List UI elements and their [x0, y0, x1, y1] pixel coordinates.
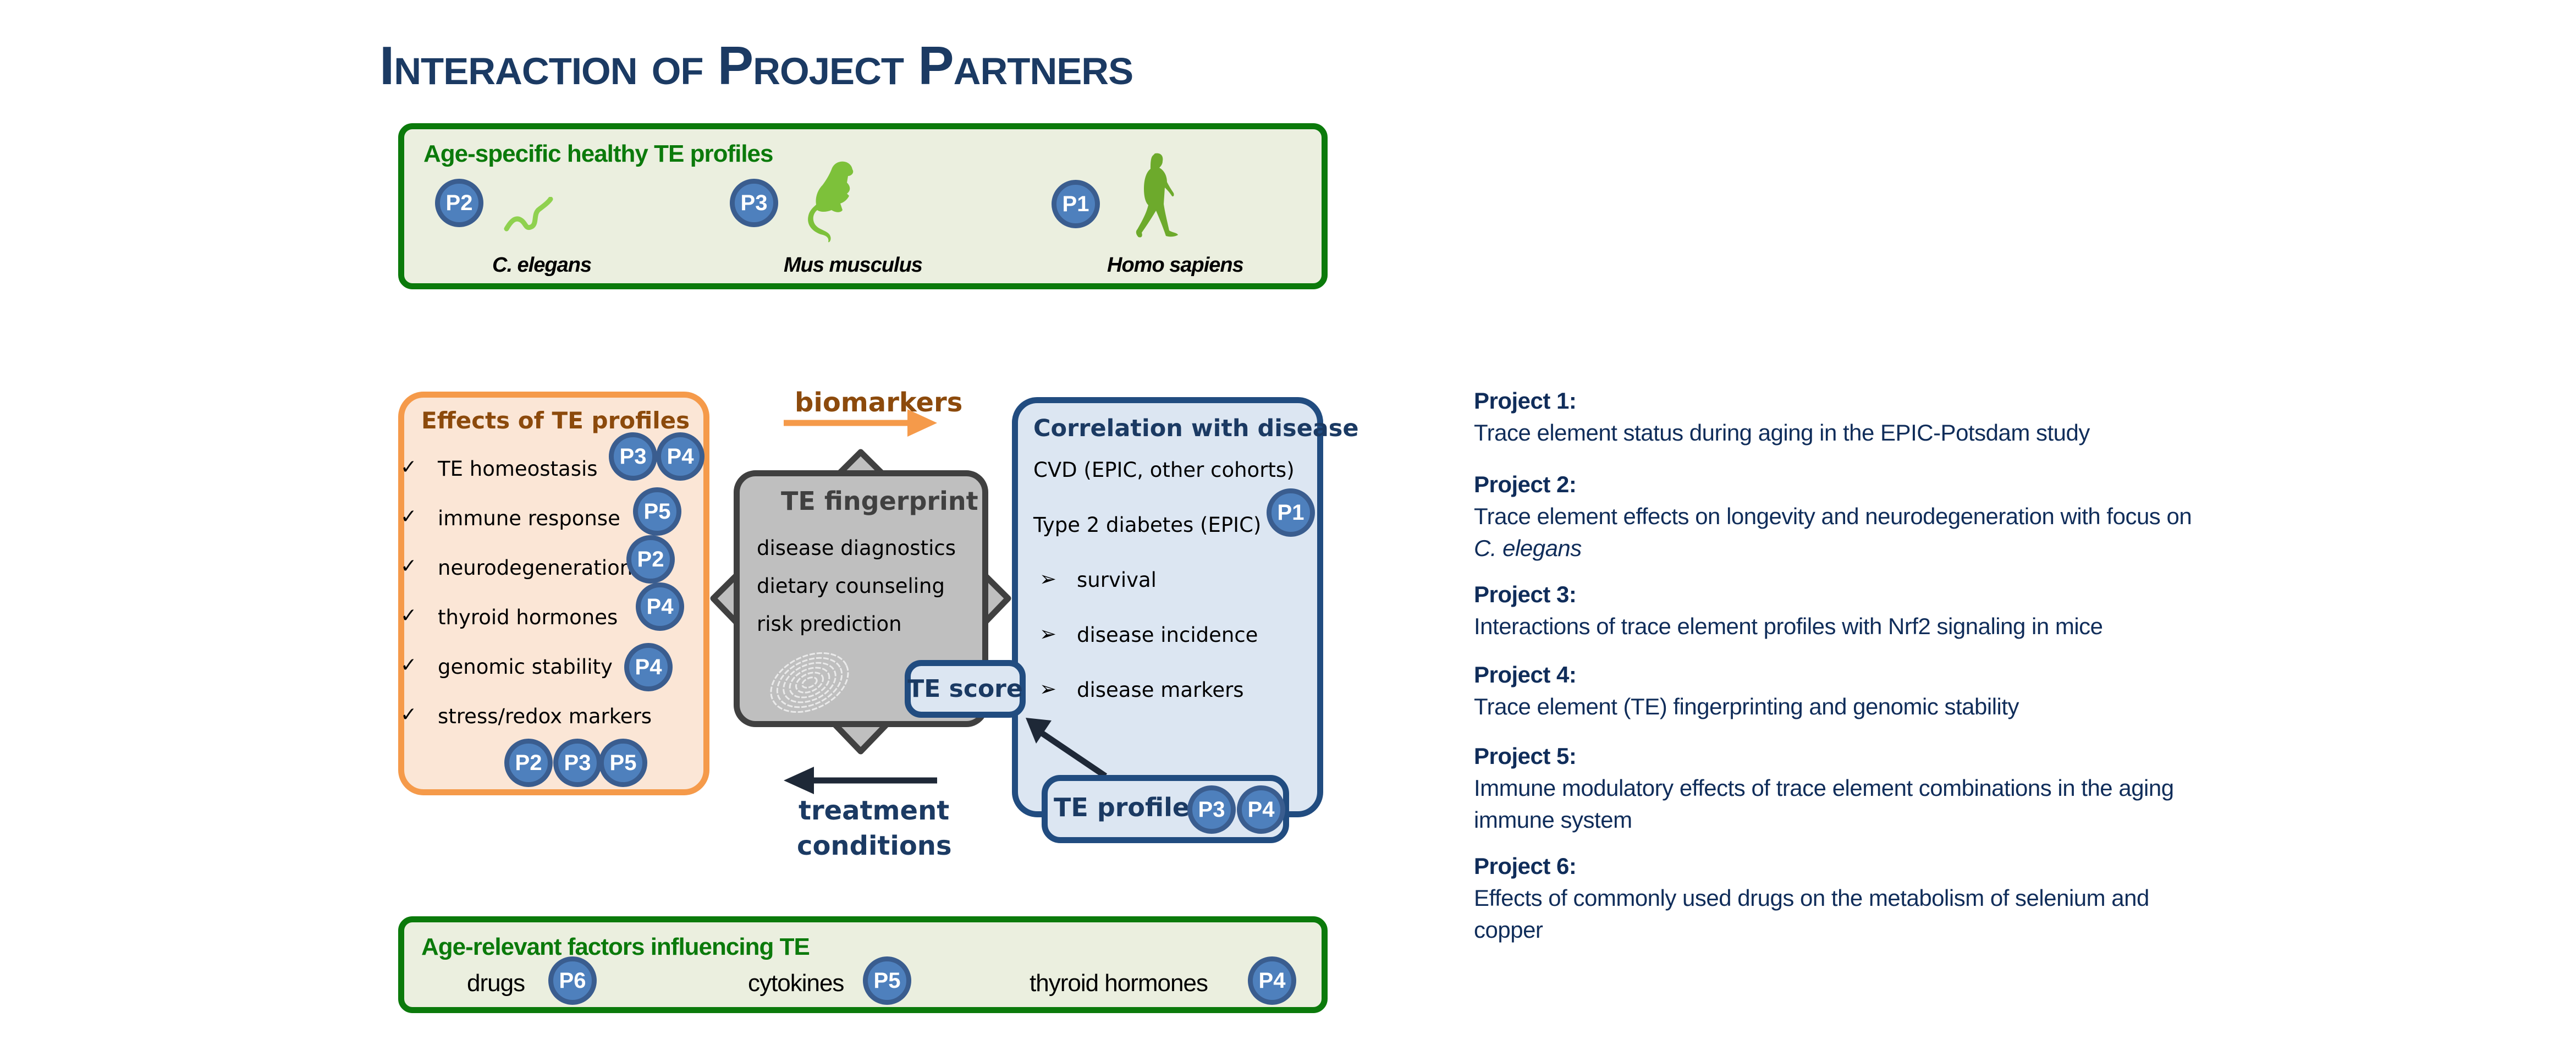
partner-badge: P4	[624, 643, 673, 691]
check-icon: ✓	[400, 604, 417, 627]
worm-icon	[504, 197, 553, 232]
biomarkers-arrow-icon	[784, 409, 937, 437]
fingerprint-icon	[770, 652, 849, 713]
partner-badge: P2	[504, 739, 553, 787]
healthy-te-profiles-box	[398, 123, 1328, 289]
project-2: Project 2: Trace element effects on long…	[1474, 469, 2244, 564]
effect-item: genomic stability	[438, 655, 613, 679]
page-title: Interaction of Project Partners	[379, 35, 1133, 96]
factor-label: thyroid hormones	[1030, 970, 1208, 997]
effect-item: thyroid hormones	[438, 606, 618, 629]
partner-badge: P4	[656, 432, 704, 481]
partner-badge: P1	[1052, 180, 1100, 228]
factor-label: drugs	[467, 970, 525, 997]
effect-item: neurodegeneration	[438, 556, 633, 580]
age-relevant-factors-box	[398, 916, 1328, 1013]
species-label: Mus musculus	[784, 254, 923, 277]
age-relevant-factors-title: Age-relevant factors influencing TE	[421, 933, 810, 960]
partner-badge: P4	[1248, 956, 1296, 1005]
project-description-italic: C. elegans	[1474, 535, 1582, 561]
partner-badge: P6	[548, 956, 597, 1005]
disease-correlation-title: Correlation with disease	[1033, 415, 1359, 442]
partner-badge: P1	[1267, 488, 1315, 537]
project-description: Trace element (TE) fingerprinting and ge…	[1474, 694, 2019, 719]
effect-item: stress/redox markers	[438, 705, 652, 728]
project-heading: Project 1:	[1474, 388, 1577, 414]
effect-item: immune response	[438, 507, 620, 530]
arrow-bullet-icon: ➢	[1039, 567, 1057, 591]
partner-badge: P5	[633, 487, 681, 536]
healthy-te-profiles-title: Age-specific healthy TE profiles	[423, 140, 773, 167]
effects-title: Effects of TE profiles	[421, 407, 690, 434]
project-1: Project 1: Trace element status during a…	[1474, 385, 2244, 449]
human-icon	[1136, 153, 1178, 238]
te-profiles-label: TE profiles	[1054, 793, 1205, 822]
disease-item: Type 2 diabetes (EPIC)	[1033, 513, 1262, 537]
check-icon: ✓	[400, 505, 417, 528]
check-icon: ✓	[400, 456, 417, 479]
project-description: Immune modulatory effects of trace eleme…	[1474, 775, 2174, 801]
arrow-bullet-icon: ➢	[1039, 677, 1057, 701]
fingerprint-item: disease diagnostics	[757, 536, 956, 560]
project-heading: Project 4:	[1474, 662, 1577, 688]
check-icon: ✓	[400, 555, 417, 578]
te-fingerprint-title: TE fingerprint	[781, 486, 978, 516]
project-description: Trace element effects on longevity and n…	[1474, 503, 2192, 529]
outcome-item: survival	[1077, 568, 1157, 592]
project-heading: Project 5:	[1474, 743, 1577, 769]
project-3: Project 3: Interactions of trace element…	[1474, 579, 2244, 642]
partner-badge: P5	[599, 739, 647, 787]
partner-badge: P2	[435, 179, 483, 227]
treatment-arrow-icon	[784, 767, 937, 794]
factor-label: cytokines	[748, 970, 844, 997]
disease-item: CVD (EPIC, other cohorts)	[1033, 458, 1295, 482]
fingerprint-item: risk prediction	[757, 612, 902, 636]
conditions-label: conditions	[797, 831, 952, 861]
fingerprint-item: dietary counseling	[757, 574, 945, 598]
treatment-label: treatment	[799, 795, 950, 826]
partner-badge: P2	[626, 535, 675, 584]
partner-badge: P3	[609, 432, 657, 481]
effect-item: TE homeostasis	[438, 457, 598, 481]
partner-badge: P4	[1237, 785, 1285, 834]
species-label: Homo sapiens	[1107, 254, 1244, 277]
outcome-item: disease markers	[1077, 678, 1244, 702]
project-heading: Project 2:	[1474, 471, 1577, 497]
arrow-bullet-icon: ➢	[1039, 622, 1057, 646]
species-label: C. elegans	[492, 254, 592, 277]
outcome-item: disease incidence	[1077, 623, 1258, 647]
te-profiles-to-score-arrow-icon	[1026, 718, 1108, 779]
te-score-box: TE score	[905, 660, 1026, 718]
check-icon: ✓	[400, 654, 417, 676]
project-heading: Project 6:	[1474, 853, 1577, 879]
project-4: Project 4: Trace element (TE) fingerprin…	[1474, 659, 2244, 723]
partner-badge: P3	[730, 179, 778, 227]
mouse-icon	[808, 161, 854, 243]
project-description: copper	[1474, 917, 1543, 943]
partner-badge: P5	[863, 956, 911, 1005]
partner-badge: P4	[636, 582, 684, 631]
project-heading: Project 3:	[1474, 581, 1577, 607]
check-icon: ✓	[400, 703, 417, 726]
project-description: Effects of commonly used drugs on the me…	[1474, 885, 2149, 911]
project-6: Project 6: Effects of commonly used drug…	[1474, 850, 2244, 946]
project-description: Trace element status during aging in the…	[1474, 420, 2090, 446]
biomarkers-label: biomarkers	[795, 387, 963, 418]
partner-badge: P3	[553, 739, 602, 787]
project-description: Interactions of trace element profiles w…	[1474, 613, 2103, 639]
project-5: Project 5: Immune modulatory effects of …	[1474, 740, 2244, 836]
project-description: immune system	[1474, 807, 1632, 833]
partner-badge: P3	[1187, 785, 1236, 834]
